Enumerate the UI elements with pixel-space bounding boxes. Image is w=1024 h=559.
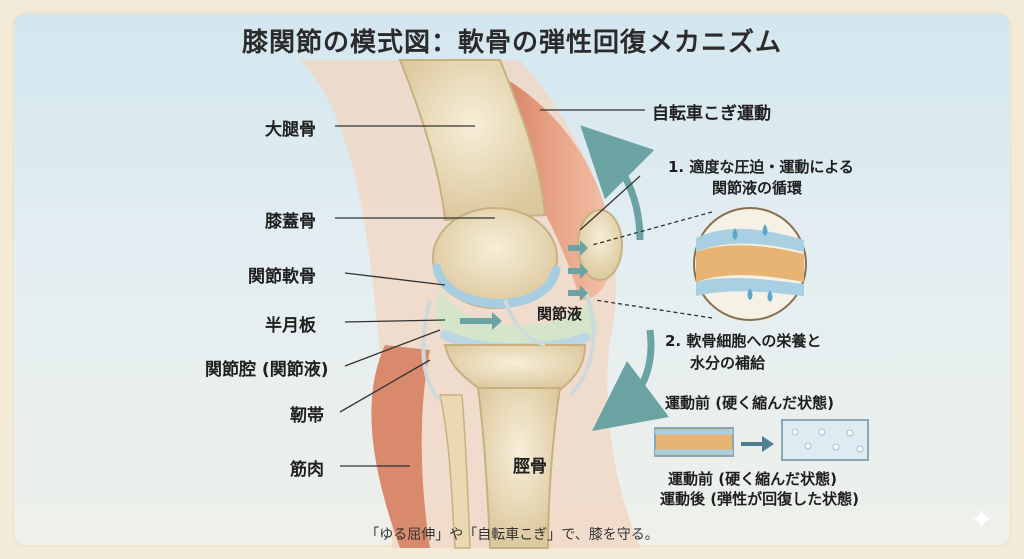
flow-arrows xyxy=(460,240,588,330)
cartilage-after-strip xyxy=(781,419,869,461)
step2-line1: 2. 軟骨細胞への栄養と xyxy=(665,332,822,350)
comparison-after-label: 運動後 (弾性が回復した状態) xyxy=(660,490,859,508)
cartilage-before-strip xyxy=(654,427,734,457)
motion-arrow-down xyxy=(592,329,670,432)
step2-line2: 水分の補給 xyxy=(690,354,766,372)
tibia-shaft xyxy=(476,387,562,549)
label-tibia: 脛骨 xyxy=(513,457,547,477)
femur-condyle xyxy=(432,207,558,309)
label-cycling: 自転車こぎ運動 xyxy=(652,104,771,124)
leader-lines xyxy=(335,109,713,467)
step1-line2: 関節液の循環 xyxy=(712,179,803,197)
step1-line1: 1. 適度な圧迫・運動による xyxy=(668,158,854,176)
fluid-area xyxy=(435,285,600,350)
label-cavity: 関節腔 (関節液) xyxy=(205,360,329,380)
fibula-shape xyxy=(439,394,471,549)
footer-caption: 「ゆる屈伸」や「自転車こぎ」で、膝を守る。 xyxy=(365,527,659,543)
magnified-cartilage-circle xyxy=(693,207,807,321)
femur-shaft xyxy=(398,59,547,222)
ligament-lines xyxy=(421,289,596,402)
label-muscle: 筋肉 xyxy=(290,460,324,480)
label-patella: 膝蓋骨 xyxy=(265,212,316,232)
page-title: 膝関節の模式図：軟骨の弾性回復メカニズム xyxy=(241,28,782,58)
muscle-calf xyxy=(371,345,430,548)
comparison-heading: 運動前 (硬く縮んだ状態) xyxy=(665,394,834,412)
label-meniscus: 半月板 xyxy=(265,316,316,336)
motion-arrow-up xyxy=(580,125,655,241)
label-cartilage: 関節軟骨 xyxy=(248,267,316,287)
cartilage-shape xyxy=(432,263,561,308)
label-femur: 大腿骨 xyxy=(265,120,316,140)
comparison-before-label: 運動前 (硬く縮んだ状態) xyxy=(668,470,837,488)
comparison-arrow xyxy=(741,436,774,452)
label-synovial-fluid: 関節液 xyxy=(537,305,583,323)
label-ligament: 靭帯 xyxy=(290,406,324,426)
sparkle-icon: ✦ xyxy=(970,503,994,536)
